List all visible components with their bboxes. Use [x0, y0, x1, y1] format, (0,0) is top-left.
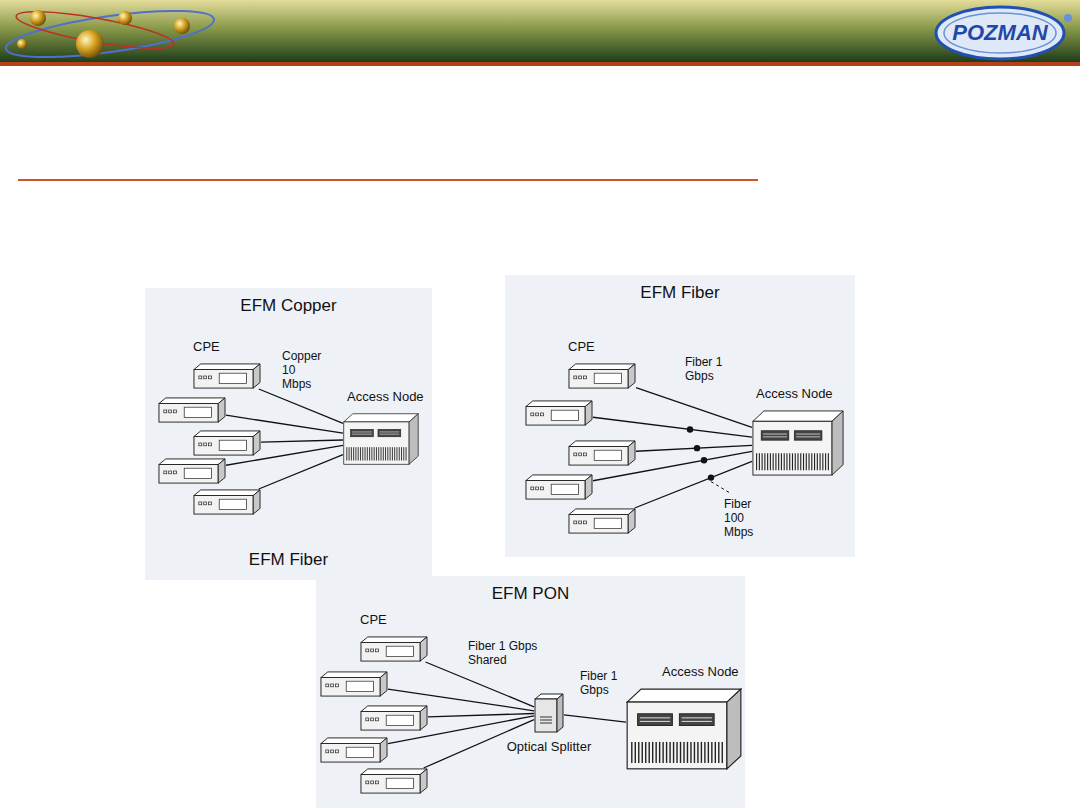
- cpe-device: [320, 737, 388, 763]
- link-label: Fiber 1 Gbps: [578, 668, 628, 698]
- connector-line: [593, 417, 752, 437]
- cpe-box: [360, 768, 428, 794]
- cpe-box: [360, 705, 428, 731]
- access-node-box: Access Node: [626, 688, 742, 770]
- cpe-device: [158, 397, 226, 423]
- connector-line: [564, 715, 626, 722]
- cpe-box: [158, 397, 226, 423]
- panel-heading: EFM Copper: [145, 296, 432, 316]
- device-label: CPE: [193, 339, 220, 354]
- device-label: CPE: [360, 612, 387, 627]
- header-rule: [0, 62, 1080, 66]
- cpe-box: [320, 671, 388, 697]
- access-node-device: [343, 413, 419, 465]
- device-label: CPE: [568, 339, 595, 354]
- cpe-device: [320, 671, 388, 697]
- link-label: Copper 10 Mbps: [280, 348, 330, 392]
- panel-ground: [505, 275, 855, 557]
- splitter-box: Optical Splitter: [534, 693, 564, 733]
- panel-caption: EFM Fiber: [145, 550, 432, 570]
- cpe-device: [193, 363, 261, 389]
- link-label: Fiber 1 Gbps: [683, 354, 733, 384]
- connector-line: [636, 445, 752, 451]
- cpe-device: [193, 489, 261, 515]
- access-node-box: Access Node: [343, 413, 419, 465]
- cpe-box: CPE: [360, 636, 428, 662]
- cpe-box: [568, 508, 636, 534]
- access-node-device: [626, 688, 742, 770]
- device-label: Optical Splitter: [507, 739, 592, 754]
- cpe-device: [193, 430, 261, 456]
- connector-line: [425, 662, 534, 707]
- cpe-device: [525, 400, 593, 426]
- optical-splitter-device: [534, 693, 564, 733]
- device-label: Access Node: [662, 664, 739, 679]
- cpe-device: [568, 440, 636, 466]
- cpe-device: [568, 363, 636, 389]
- access-node-device: [752, 410, 844, 476]
- junction-dot: [708, 474, 714, 480]
- cpe-box: [193, 430, 261, 456]
- panel-heading: EFM Fiber: [505, 283, 855, 303]
- cpe-box: CPE: [568, 363, 636, 389]
- panel-ground: [316, 576, 745, 808]
- cpe-box: [320, 737, 388, 763]
- cpe-box: CPE: [193, 363, 261, 389]
- leader-line: [711, 482, 730, 493]
- header-band: [0, 0, 1080, 62]
- connector-line: [259, 389, 343, 423]
- title-rule: [18, 179, 758, 181]
- cpe-device: [360, 705, 428, 731]
- cpe-device: [568, 508, 636, 534]
- device-label: Access Node: [756, 386, 833, 401]
- cpe-box: [158, 458, 226, 484]
- callout-label: Fiber 100 Mbps: [722, 496, 772, 540]
- connector-line: [428, 713, 534, 716]
- pozman-logo: [936, 7, 1072, 59]
- cpe-box: [525, 474, 593, 500]
- cpe-box: [525, 400, 593, 426]
- panel-heading: EFM PON: [316, 584, 745, 604]
- cpe-box: [568, 440, 636, 466]
- cpe-device: [360, 768, 428, 794]
- junction-dot: [694, 445, 700, 451]
- junction-dot: [687, 426, 693, 432]
- cpe-device: [158, 458, 226, 484]
- cpe-device: [525, 474, 593, 500]
- cpe-box: [193, 489, 261, 515]
- cpe-device: [360, 636, 428, 662]
- device-label: Access Node: [347, 389, 424, 404]
- panel-ground: [145, 288, 432, 580]
- diagram-panel: EFM FiberCPE Access Node: [505, 275, 855, 557]
- connector-line: [636, 388, 752, 428]
- junction-dot: [701, 457, 707, 463]
- connector-line: [261, 440, 343, 442]
- logo-text: POZMAN: [952, 20, 1047, 46]
- diagram-panel: EFM CopperEFM Fiber CPE Access Node: [145, 288, 432, 580]
- link-label: Fiber 1 Gbps Shared: [466, 638, 554, 668]
- access-node-box: Access Node: [752, 410, 844, 476]
- planet-logo: [4, 2, 217, 67]
- connector-line: [259, 455, 343, 489]
- diagram-panel: EFM PON CPE Optical Splitter Access Node: [316, 576, 745, 808]
